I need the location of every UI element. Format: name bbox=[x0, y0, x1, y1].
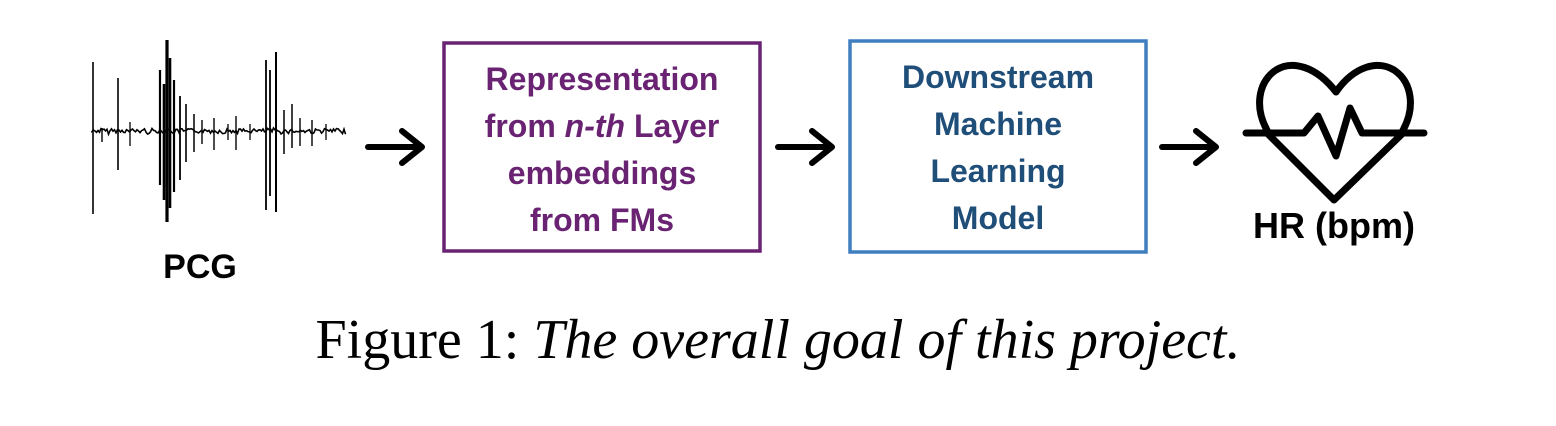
heartbeat-line bbox=[1242, 104, 1428, 160]
representation-line-2-b: Layer bbox=[625, 108, 719, 144]
representation-line-3: embeddings bbox=[508, 155, 696, 191]
downstream-model-box: Downstream Machine Learning Model bbox=[848, 39, 1148, 254]
downstream-line-1: Downstream bbox=[902, 59, 1094, 95]
pcg-waveform-icon bbox=[91, 40, 347, 222]
representation-line-2: from n-th Layer bbox=[485, 108, 720, 144]
representation-line-2-a: from bbox=[485, 108, 565, 144]
downstream-line-2: Machine bbox=[934, 106, 1062, 142]
waveform-baseline bbox=[91, 126, 347, 137]
downstream-line-4: Model bbox=[952, 200, 1044, 236]
arrow-1 bbox=[365, 128, 425, 166]
representation-line-1: Representation bbox=[486, 61, 719, 97]
caption-text: The overall goal of this project. bbox=[533, 309, 1241, 371]
hr-label: HR (bpm) bbox=[1253, 205, 1415, 246]
representation-line-2-italic: n-th bbox=[565, 108, 625, 144]
caption-prefix: Figure 1: bbox=[315, 309, 534, 371]
arrow-2 bbox=[775, 128, 835, 166]
arrow-3 bbox=[1159, 128, 1219, 166]
representation-box: Representation from n-th Layer embedding… bbox=[442, 41, 762, 253]
heart-rate-icon bbox=[1242, 61, 1428, 204]
representation-line-4: from FMs bbox=[530, 202, 674, 238]
pipeline-diagram: PCG Representation from n-th Layer embed… bbox=[91, 39, 1428, 286]
heart-outline bbox=[1256, 61, 1414, 204]
pcg-label: PCG bbox=[163, 248, 237, 286]
figure-caption: Figure 1: The overall goal of this proje… bbox=[0, 308, 1556, 372]
downstream-line-3: Learning bbox=[930, 153, 1065, 189]
